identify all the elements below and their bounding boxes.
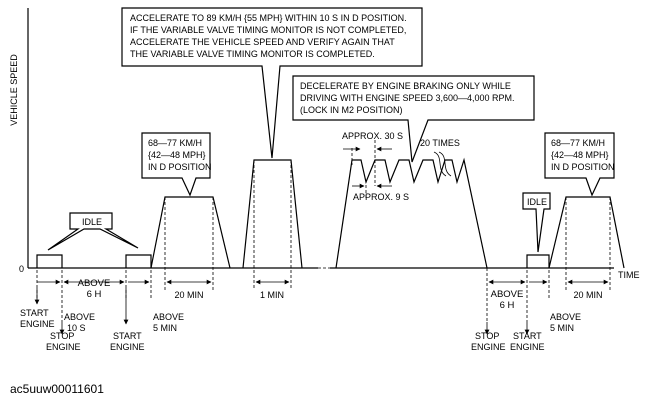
1min-label: 1 MIN [260, 290, 284, 300]
callout-accelerate: ACCELERATE TO 89 KM/H {55 MPH} WITHIN 10… [121, 7, 423, 159]
axes: VEHICLE SPEED 0 TIME [9, 8, 640, 280]
start-engine-2-line-2: ENGINE [110, 342, 145, 352]
idle-segment-2 [125, 254, 152, 268]
stop-engine-2-line-1: STOP [475, 331, 499, 341]
stop-engine-2-line-2: ENGINE [471, 342, 506, 352]
stop-engine-1-line-2: ENGINE [46, 342, 81, 352]
above-6h-2-line-1: ABOVE [491, 289, 524, 300]
x-axis-label: TIME [618, 270, 640, 280]
above-5min-1-line-1: ABOVE [153, 312, 184, 322]
decelerate-line-2: DRIVING WITH ENGINE SPEED 3,600—4,000 RP… [300, 93, 515, 103]
cruise-segment-2 [548, 196, 625, 269]
interval-markers: ABOVE 6 H ABOVE 10 S ABOVE 5 MIN 20 MIN … [37, 278, 609, 333]
twenty-times-label: 20 TIMES [420, 138, 460, 148]
idle-segment-3 [526, 254, 550, 268]
cruise-1-position: IN D POSITION [148, 162, 212, 172]
wave-break-mark-1 [433, 151, 447, 177]
decelerate-line-1: DECELERATE BY ENGINE BRAKING ONLY WHILE [300, 81, 511, 91]
above-6h-1-line-2: 6 H [87, 289, 102, 300]
above-6h-2-line-2: 6 H [500, 300, 515, 311]
idle-segment-1 [36, 254, 63, 268]
accelerate-line-2: IF THE VARIABLE VALVE TIMING MONITOR IS … [130, 25, 406, 35]
above-5min-2-line-2: 5 MIN [550, 323, 574, 333]
cruise-segment-1 [150, 196, 231, 269]
start-engine-3-line-2: ENGINE [510, 342, 545, 352]
approx-30s-label: APPROX. 30 S [342, 131, 403, 141]
20min-1-label: 20 MIN [174, 290, 203, 300]
cruise-2-speed-kmh: 68—77 KM/H [551, 138, 605, 148]
start-engine-3-line-1: START [513, 331, 542, 341]
decelerate-line-3: (LOCK IN M2 POSITION) [300, 105, 403, 115]
above-10s-line-1: ABOVE [64, 312, 95, 322]
cruise-2-speed-mph: {42—48 MPH} [551, 150, 609, 160]
decelerate-segment [335, 157, 488, 269]
stop-engine-1-line-1: STOP [50, 331, 74, 341]
cruise-1-speed-kmh: 68—77 KM/H [148, 138, 202, 148]
oscillation-annotations: APPROX. 30 S APPROX. 9 S 20 TIMES [342, 131, 460, 202]
callout-cruise-1: 68—77 KM/H {42—48 MPH} IN D POSITION [141, 132, 212, 197]
above-5min-1-line-2: 5 MIN [153, 323, 177, 333]
start-engine-1-line-1: START [20, 308, 49, 318]
accelerate-line-4: THE VARIABLE VALVE TIMING MONITOR IS COM… [130, 49, 375, 59]
above-10s-line-2: 10 S [67, 323, 86, 333]
accelerate-line-3: ACCELERATE THE VEHICLE SPEED AND VERIFY … [130, 37, 395, 47]
start-engine-1-line-2: ENGINE [20, 319, 55, 329]
above-5min-2-line-1: ABOVE [550, 312, 581, 322]
origin-label: 0 [19, 264, 24, 274]
callout-idle-2: IDLE [522, 192, 551, 253]
event-markers: START ENGINE STOP ENGINE START ENGINE ST… [20, 288, 545, 352]
callout-idle-1: IDLE [47, 212, 139, 251]
approx-9s-label: APPROX. 9 S [353, 192, 409, 202]
wave-break-mark-2 [438, 151, 452, 177]
callout-decelerate: DECELERATE BY ENGINE BRAKING ONLY WHILE … [292, 75, 535, 163]
cruise-1-speed-mph: {42—48 MPH} [148, 150, 206, 160]
idle-1-label: IDLE [82, 217, 102, 227]
accelerate-line-1: ACCELERATE TO 89 KM/H {55 MPH} WITHIN 10… [130, 13, 407, 23]
accelerate-segment [242, 159, 303, 269]
start-engine-2-line-1: START [113, 331, 142, 341]
figure-code: ac5uuw00011601 [10, 382, 104, 396]
callout-cruise-2: 68—77 KM/H {42—48 MPH} IN D POSITION [544, 132, 615, 197]
idle-2-label: IDLE [527, 197, 547, 207]
cruise-2-position: IN D POSITION [551, 162, 615, 172]
guide-lines [36, 140, 611, 322]
above-6h-1-line-1: ABOVE [78, 278, 111, 289]
20min-2-label: 20 MIN [573, 290, 602, 300]
y-axis-label: VEHICLE SPEED [9, 54, 19, 126]
